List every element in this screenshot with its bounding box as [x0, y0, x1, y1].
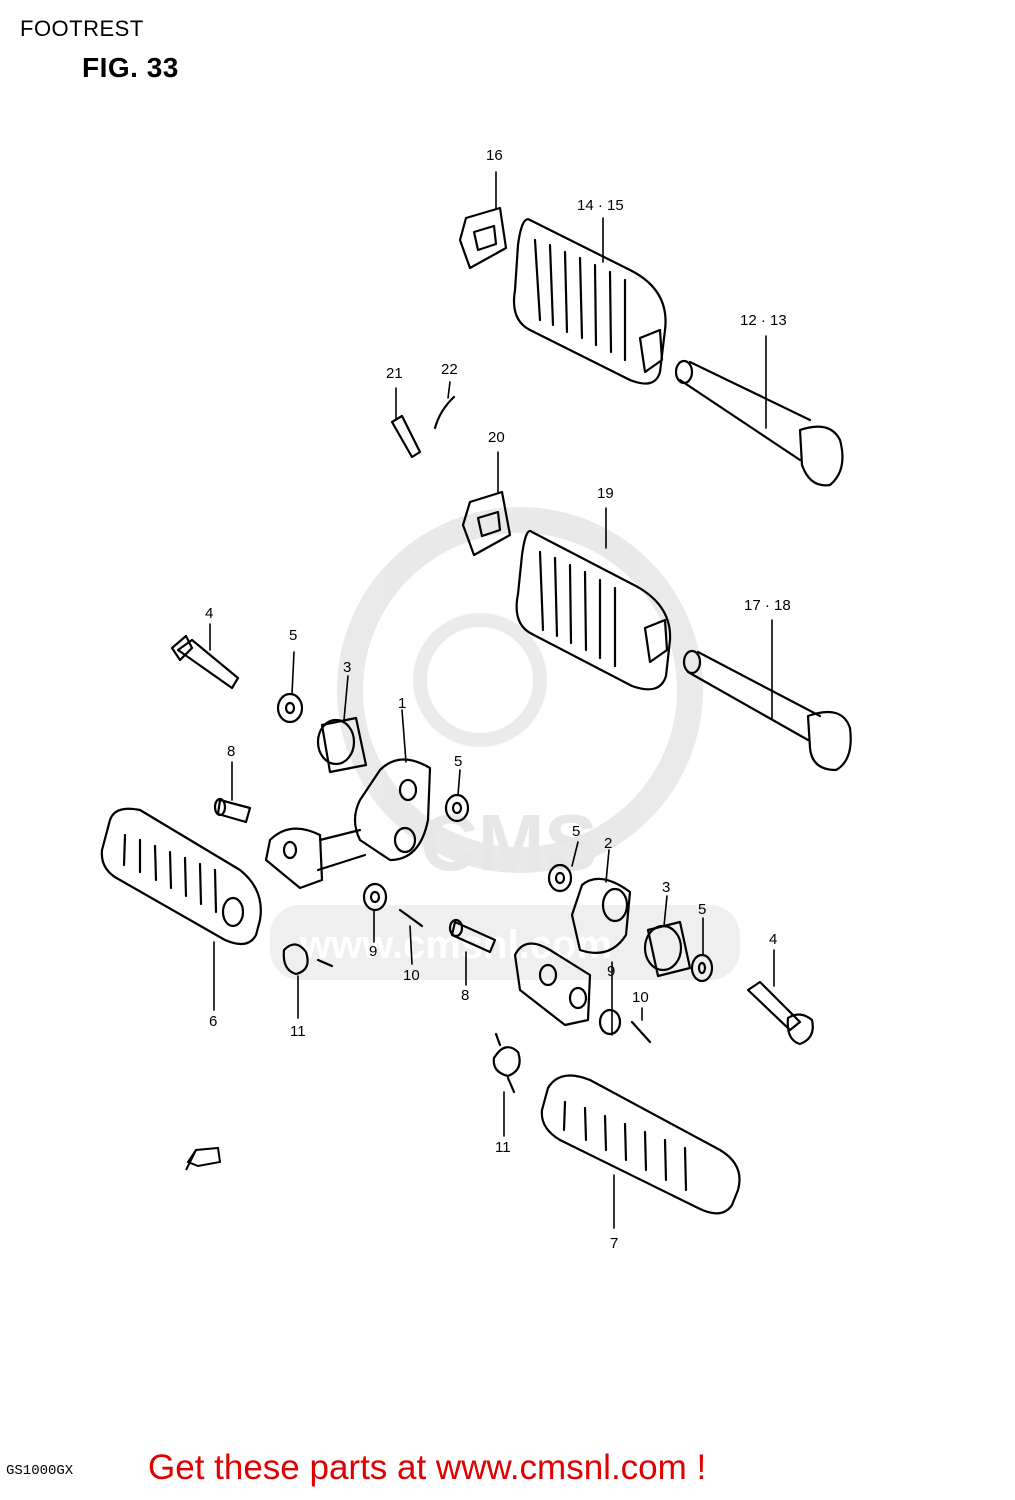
callout-21: 21: [386, 365, 403, 382]
callout-4-right: 4: [769, 931, 777, 948]
page-title: FOOTREST: [20, 16, 144, 41]
part-11-spring-right: [492, 1032, 521, 1094]
callout-10-left: 10: [403, 967, 420, 984]
callout-11-right: 11: [495, 1139, 511, 1156]
part-5-washer-left-b: [444, 793, 470, 823]
part-12-13-pin: [674, 359, 844, 487]
callout-19: 19: [597, 485, 614, 502]
callout-22: 22: [441, 361, 458, 378]
callout-10-right: 10: [632, 989, 649, 1006]
part-1-bracket-left: [264, 758, 432, 890]
callout-8-left: 8: [227, 743, 235, 760]
callout-9-right: 9: [607, 963, 615, 980]
get-parts-link[interactable]: Get these parts at www.cmsnl.com !: [148, 1448, 707, 1487]
callout-12-13: 12 · 13: [740, 312, 787, 329]
part-21-pin: [390, 414, 422, 459]
callout-5-right-a: 5: [572, 823, 580, 840]
callout-3-right: 3: [662, 879, 670, 896]
part-10-cotter-left: [398, 908, 424, 928]
part-6-rubber-left: [100, 807, 262, 946]
part-7-rubber-right: [540, 1074, 741, 1215]
part-5-washer-right-b: [690, 953, 714, 983]
part-8-pin-left: [213, 797, 252, 824]
watermark-logo-text: CMS: [420, 798, 598, 887]
part-3-collar-right: [643, 920, 692, 978]
model-code: GS1000GX: [6, 1463, 74, 1479]
part-16-plate: [458, 206, 508, 270]
part-22-clip: [433, 395, 456, 430]
part-20-plate: [461, 490, 512, 557]
part-10-cotter-right: [630, 1020, 652, 1044]
footrest-exploded-diagram: CMS www.cmsnl.com: [100, 147, 852, 1252]
callout-5-right-b: 5: [698, 901, 706, 918]
part-9-washer-right: [598, 1008, 622, 1036]
callout-6: 6: [209, 1013, 217, 1030]
figure-number: FIG. 33: [82, 52, 179, 83]
callout-20: 20: [488, 429, 505, 446]
part-17-18-pin: [682, 649, 852, 772]
callout-3-left: 3: [343, 659, 351, 676]
callout-labels: 16 14 · 15 12 · 13 21 22 20 19 17 · 18 4…: [205, 147, 791, 1252]
part-8-pin-right: [448, 918, 497, 954]
part-11-spring-left: [282, 943, 334, 976]
part-5-washer-left-a: [276, 692, 304, 724]
part-14-15-rubber: [512, 218, 667, 385]
part-4-bolt-left: [170, 634, 240, 690]
callout-9-left: 9: [369, 943, 377, 960]
leader-lines: [209, 171, 775, 1229]
callout-1: 1: [398, 695, 406, 712]
part-9-washer-left: [362, 882, 388, 912]
callout-4-left: 4: [205, 605, 213, 622]
callout-11-left: 11: [290, 1023, 306, 1040]
watermark-url-text: www.cmsnl.com: [299, 923, 612, 967]
part-2-bracket-right: [513, 877, 632, 1027]
callout-14-15: 14 · 15: [577, 197, 624, 214]
callout-17-18: 17 · 18: [744, 597, 791, 614]
callout-8-right: 8: [461, 987, 469, 1004]
cms-watermark: CMS www.cmsnl.com: [270, 507, 740, 980]
part-19-rubber: [515, 529, 672, 691]
callout-2: 2: [604, 835, 612, 852]
callout-5-left-a: 5: [289, 627, 297, 644]
front-arrow-icon: [185, 1146, 222, 1171]
callout-5-left-b: 5: [454, 753, 462, 770]
part-5-washer-right-a: [547, 863, 573, 893]
callout-16: 16: [486, 147, 503, 164]
callout-7: 7: [610, 1235, 618, 1252]
part-4-bolt-right: [746, 980, 814, 1046]
